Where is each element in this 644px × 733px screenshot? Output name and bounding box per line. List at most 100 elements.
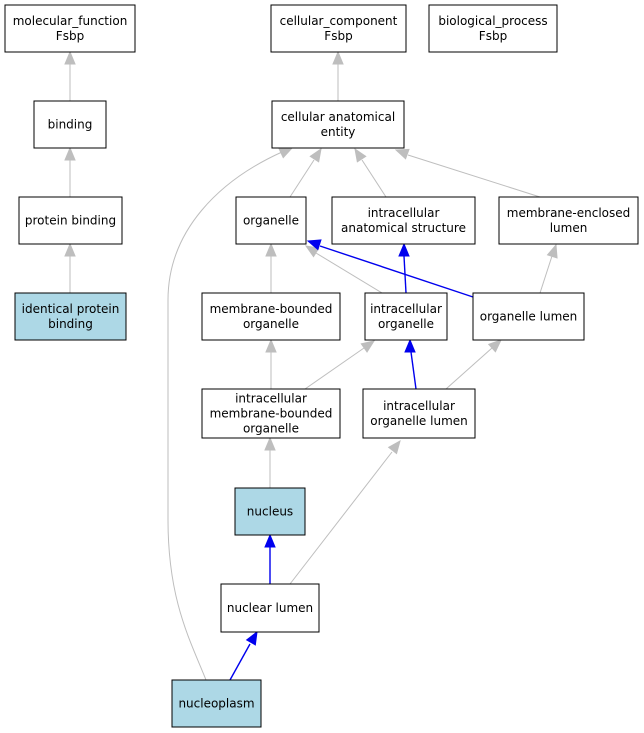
node-label: nucleoplasm bbox=[178, 697, 254, 711]
node-layer: molecular_functionFsbpcellular_component… bbox=[4, 4, 639, 728]
arrowhead bbox=[332, 50, 344, 65]
edge-line bbox=[289, 451, 393, 585]
node-label: organelle bbox=[243, 422, 299, 436]
node-label: nucleus bbox=[247, 505, 293, 519]
node-organelle[interactable]: organelle bbox=[235, 196, 307, 245]
node-label: lumen bbox=[550, 221, 588, 235]
edge-nucleoplasm-to-nuclear_lumen bbox=[229, 630, 258, 681]
node-label: binding bbox=[48, 317, 93, 331]
arrowhead bbox=[360, 340, 376, 353]
node-box[interactable] bbox=[14, 292, 127, 341]
arrowhead bbox=[245, 630, 258, 646]
node-box[interactable] bbox=[201, 292, 341, 341]
edge-binding-to-molecular_function bbox=[64, 50, 76, 101]
edge-intracellular_organelle_lumen-to-intracellular_organelle bbox=[404, 338, 417, 390]
node-box[interactable] bbox=[271, 100, 405, 149]
node-box[interactable] bbox=[428, 4, 558, 53]
node-label: organelle lumen bbox=[480, 310, 578, 324]
node-box[interactable] bbox=[33, 100, 107, 149]
edge-nuclear_lumen-to-nucleus bbox=[264, 533, 276, 584]
edge-organelle_lumen-to-membrane_enclosed_lumen bbox=[539, 243, 558, 294]
node-nucleoplasm[interactable]: nucleoplasm bbox=[171, 679, 262, 728]
node-label: identical protein bbox=[22, 302, 120, 316]
edge-intracellular_membrane_bounded_organelle-to-intracellular_organelle bbox=[304, 340, 376, 390]
node-box[interactable] bbox=[235, 196, 307, 245]
edge-line bbox=[361, 159, 387, 198]
node-box[interactable] bbox=[220, 583, 320, 633]
node-organelle-lumen[interactable]: organelle lumen bbox=[472, 292, 585, 341]
node-label: Fsbp bbox=[324, 29, 352, 43]
edge-nucleus-to-intracellular_membrane_bounded_organelle bbox=[264, 436, 276, 488]
node-label: organelle lumen bbox=[370, 414, 468, 428]
arrowhead bbox=[278, 147, 294, 159]
edge-line bbox=[410, 351, 417, 390]
arrowhead bbox=[265, 242, 277, 257]
node-box[interactable] bbox=[472, 292, 585, 341]
node-box[interactable] bbox=[362, 388, 476, 439]
node-nuclear-lumen[interactable]: nuclear lumen bbox=[220, 583, 320, 633]
edge-membrane_enclosed_lumen-to-cellular_anatomical_entity bbox=[394, 148, 541, 198]
arrowhead bbox=[354, 147, 367, 163]
node-box[interactable] bbox=[331, 196, 476, 245]
arrowhead bbox=[64, 242, 76, 257]
node-label: entity bbox=[321, 125, 356, 139]
node-box[interactable] bbox=[234, 487, 306, 536]
node-label: molecular_function bbox=[13, 14, 128, 28]
node-label: biological_process bbox=[438, 14, 547, 28]
edge-membrane_bounded_organelle-to-organelle bbox=[265, 242, 277, 293]
node-box[interactable] bbox=[18, 196, 123, 245]
node-label: cellular anatomical bbox=[281, 110, 395, 124]
arrowhead bbox=[394, 148, 410, 160]
node-protein-binding[interactable]: protein binding bbox=[18, 196, 123, 245]
node-label: Fsbp bbox=[479, 29, 507, 43]
arrowhead bbox=[265, 338, 277, 353]
node-box[interactable] bbox=[4, 4, 136, 53]
arrowhead bbox=[309, 147, 322, 163]
arrowhead bbox=[306, 239, 322, 251]
node-label: organelle bbox=[243, 214, 299, 228]
edge-cellular_anatomical_entity-to-cellular_component bbox=[332, 50, 344, 101]
edge-intracellular_organelle-to-organelle bbox=[304, 245, 383, 294]
arrowhead bbox=[64, 146, 76, 161]
edge-line bbox=[167, 151, 283, 681]
edge-line bbox=[403, 255, 407, 294]
node-nucleus[interactable]: nucleus bbox=[234, 487, 306, 536]
node-box[interactable] bbox=[270, 4, 407, 53]
node-box[interactable] bbox=[498, 196, 639, 245]
arrowhead bbox=[304, 245, 320, 258]
node-label: membrane-enclosed bbox=[507, 206, 631, 220]
node-box[interactable] bbox=[171, 679, 262, 728]
node-label: intracellular bbox=[235, 392, 307, 406]
edge-line bbox=[315, 252, 383, 294]
node-box[interactable] bbox=[201, 388, 341, 439]
node-label: cellular_component bbox=[280, 14, 398, 28]
node-binding[interactable]: binding bbox=[33, 100, 107, 149]
node-box[interactable] bbox=[364, 292, 448, 341]
arrowhead bbox=[404, 338, 416, 353]
arrowhead bbox=[546, 243, 558, 259]
node-label: intracellular bbox=[370, 302, 442, 316]
edge-line bbox=[229, 643, 251, 681]
node-label: protein binding bbox=[25, 214, 116, 228]
node-label: binding bbox=[48, 118, 93, 132]
edge-line bbox=[319, 245, 474, 298]
node-label: organelle bbox=[243, 317, 299, 331]
edge-intracellular_membrane_bounded_organelle-to-membrane_bounded_organelle bbox=[265, 338, 277, 389]
node-label: membrane-bounded bbox=[210, 407, 333, 421]
edge-line bbox=[289, 159, 315, 198]
edge-intracellular_organelle-to-intracellular_anatomical_structure bbox=[398, 242, 410, 294]
arrowhead bbox=[487, 339, 502, 353]
